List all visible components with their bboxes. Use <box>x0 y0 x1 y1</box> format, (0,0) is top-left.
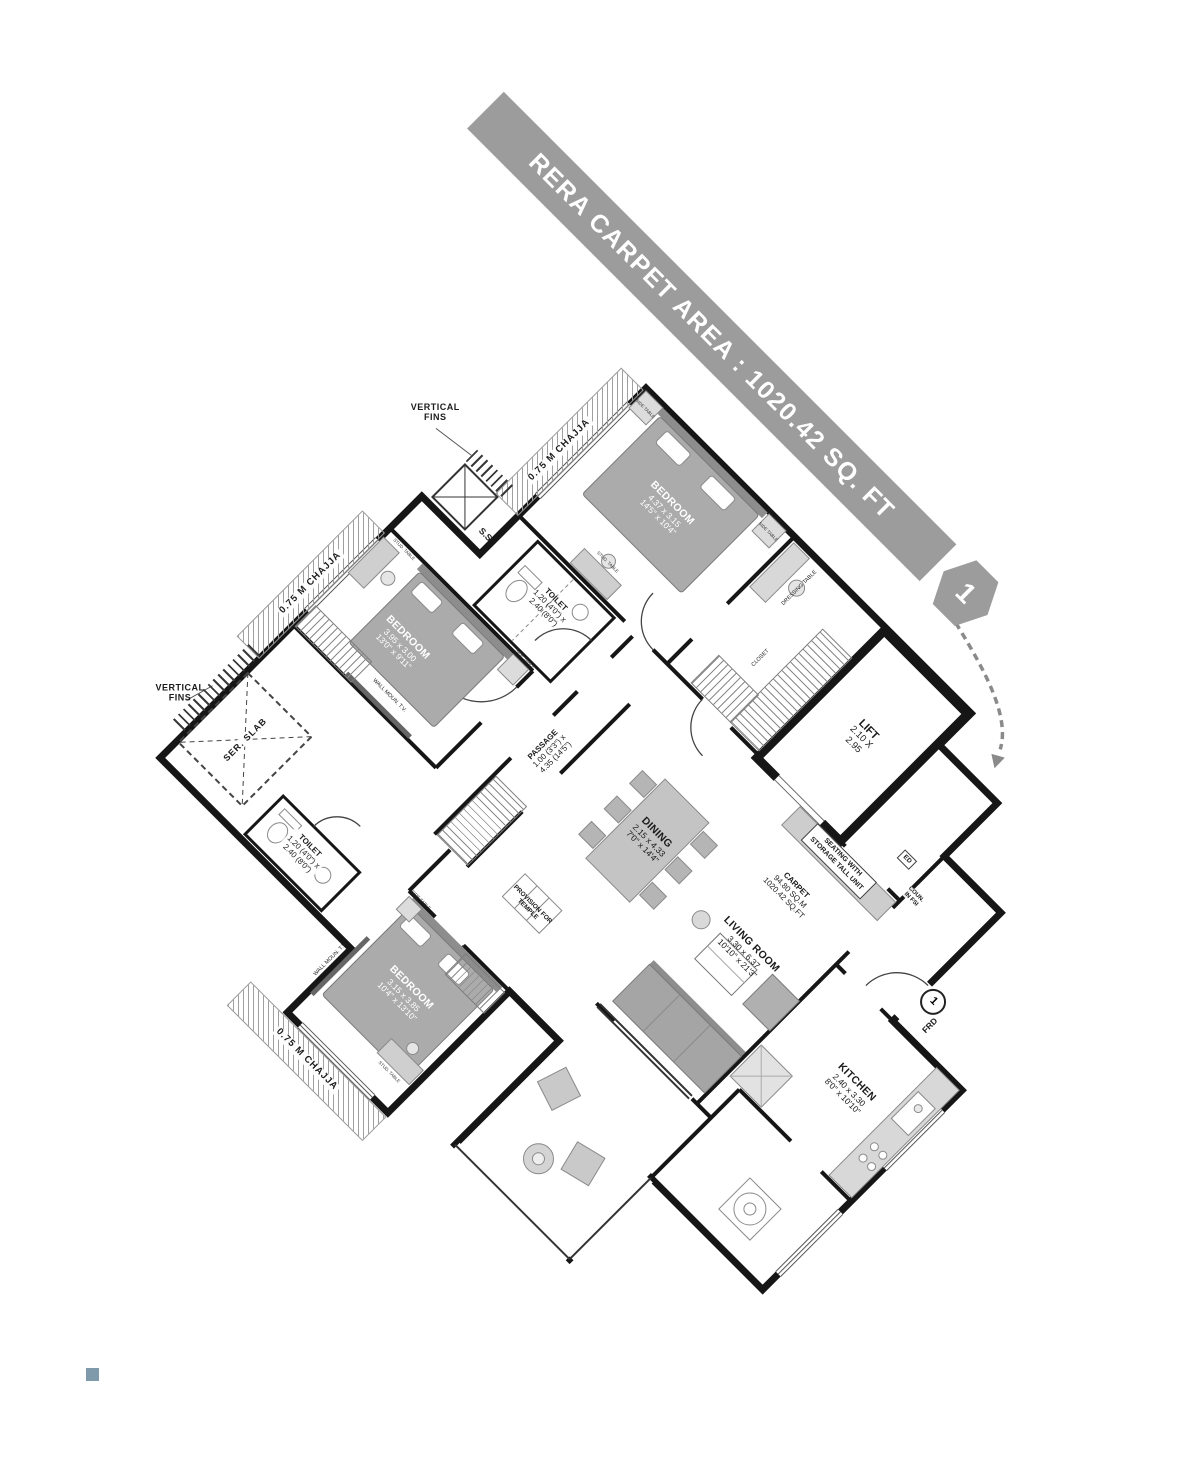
vfins-left-l1: VERTICAL <box>155 682 205 693</box>
vfins-top-l1: VERTICAL <box>410 402 460 413</box>
entry-marker-number: 1 <box>927 994 941 1008</box>
temple-niche <box>501 873 563 934</box>
deck-railing <box>454 1003 693 1260</box>
vfins-top-l2: FINS <box>423 412 447 423</box>
brand-logo-square <box>86 1368 99 1381</box>
inner-walls <box>291 513 946 1203</box>
bedroom2-furniture <box>344 536 530 739</box>
vfins-left-l2: FINS <box>168 692 192 703</box>
deck-furniture <box>522 1066 606 1187</box>
bedroom1-furniture <box>569 390 787 601</box>
ss-shaft <box>431 463 499 531</box>
unit-number: 1 <box>949 576 983 610</box>
lift-walls <box>750 624 975 848</box>
utility-furniture <box>718 1177 782 1241</box>
ed-text: ED <box>901 853 913 865</box>
rotated-floorplan: RERA CARPET AREA : 1020.42 SQ. FT 1 1 BE… <box>0 91 1200 1453</box>
dressing-furniture <box>749 542 811 604</box>
toilet-fixtures <box>267 564 589 884</box>
vertical-fins-label-top: VERTICAL FINS <box>411 402 460 422</box>
dining-furniture <box>578 769 719 910</box>
kitchen-furniture <box>729 1044 960 1199</box>
toilet-walls <box>242 539 617 913</box>
vertical-fins-label-left: VERTICAL FINS <box>155 683 204 703</box>
entry-arrow <box>954 621 1005 769</box>
